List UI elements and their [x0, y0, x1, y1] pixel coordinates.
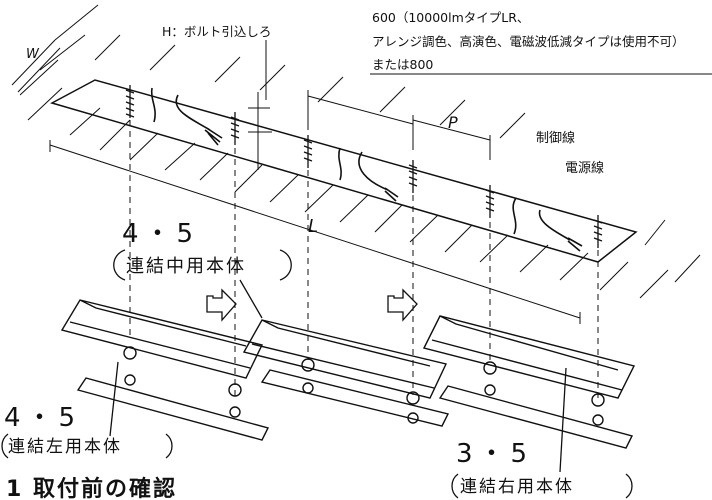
h-dimension [248, 40, 272, 170]
l-dimension [49, 140, 581, 324]
fixture-covers [76, 369, 634, 449]
dimension-lines [11, 39, 712, 324]
hanging-bolt [485, 185, 495, 218]
fixture-right [422, 315, 636, 399]
wire [150, 87, 156, 123]
hanging-bolt [230, 112, 240, 145]
connect-arrow-icon [387, 288, 418, 322]
middle-leader [239, 279, 263, 319]
dim-l-label: L [308, 216, 318, 237]
ceiling-plate [50, 79, 638, 263]
w-dimension [11, 39, 61, 93]
dim-w-label: W [26, 47, 40, 62]
ceiling-hatching [19, 4, 701, 299]
hanging-bolts [125, 85, 603, 248]
bolt-pull-in-label: H：ボルト引込しろ [162, 24, 271, 39]
pitch-note-line3: または800 [372, 57, 433, 72]
fixture-middle [242, 319, 447, 399]
power-wire-path [538, 209, 583, 252]
left-unit-label: 連結左用本体 [8, 437, 122, 457]
pitch-note-line1: 600（10000lmタイプLR、 [372, 10, 529, 25]
pitch-dimension [307, 90, 414, 130]
dim-p-label: P [448, 113, 458, 132]
left-leader [109, 361, 119, 437]
fixture-bodies [60, 299, 636, 426]
hanging-bolt [593, 215, 603, 248]
cover-middle [260, 369, 450, 427]
label-frames [1, 249, 633, 499]
pitch-note-line2: アレンジ調色、高演色、電磁波低減タイプは使用不可） [372, 34, 685, 49]
right-leader [559, 367, 567, 473]
left-label-frame [1, 433, 173, 459]
projection-lines [129, 120, 599, 400]
p-dimension [412, 115, 491, 160]
control-wire-path [512, 197, 517, 235]
right-unit-label: 連結右用本体 [460, 477, 574, 497]
wire [175, 94, 223, 146]
cover-left [76, 377, 270, 441]
right-unit-number: 3・5 [456, 439, 533, 469]
middle-unit-number: 4・5 [122, 219, 199, 249]
section-title: 1 取付前の確認 [6, 476, 177, 500]
left-unit-number: 4・5 [4, 403, 81, 433]
cover-right [438, 385, 634, 449]
hanging-bolt [408, 160, 418, 193]
wire [338, 147, 342, 181]
hanging-bolt [303, 135, 313, 168]
wire [358, 151, 399, 202]
connect-arrow-icon [206, 288, 237, 322]
middle-label-frame [113, 249, 292, 281]
control-wire-label: 制御線 [536, 130, 575, 146]
hanging-bolt [125, 85, 135, 118]
right-label-frame [451, 473, 633, 499]
power-wire-label: 電源線 [565, 160, 604, 176]
wires [150, 87, 583, 252]
flow-arrows [206, 288, 418, 322]
middle-unit-label: 連結中用本体 [126, 256, 246, 277]
fixture-left [60, 299, 264, 379]
